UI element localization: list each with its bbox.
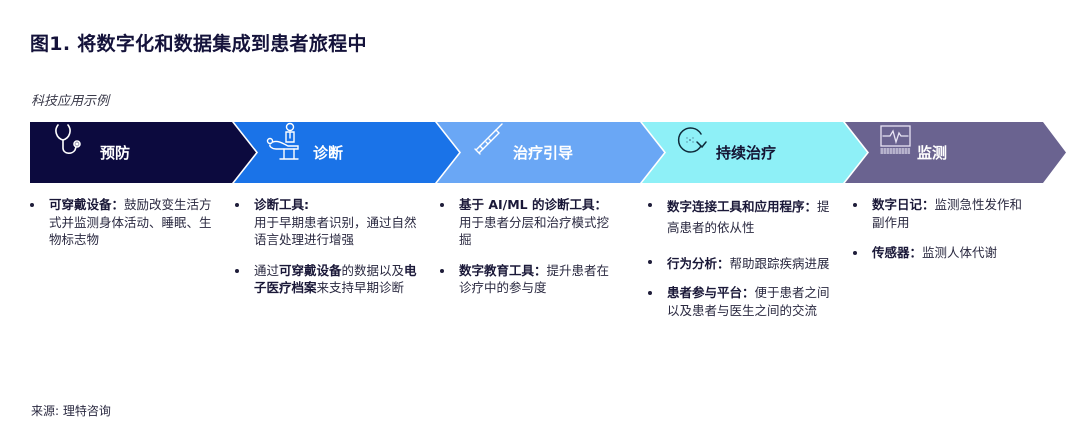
list-item: 行为分析：帮助跟踪疾病进展 — [645, 253, 830, 274]
column-diagnosis: 诊断工具:用于早期患者识别，通过自然语言处理进行增强 通过可穿戴设备的数据以及电… — [232, 196, 422, 310]
source-note: 来源: 理特咨询 — [31, 404, 111, 418]
chevron-continuous-treatment — [642, 122, 867, 183]
chevron-prevention — [30, 122, 256, 183]
chevron-treatment-guidance — [437, 122, 664, 183]
list-item: 诊断工具:用于早期患者识别，通过自然语言处理进行增强 — [232, 196, 422, 249]
stage-label-continuous-treatment: 持续治疗 — [716, 144, 777, 162]
list-item: 传感器：监测人体代谢 — [850, 244, 1030, 262]
list-item: 数字日记：监测急性发作和副作用 — [850, 196, 1030, 231]
stage-label-monitoring: 监测 — [917, 144, 948, 162]
stage-label-diagnosis: 诊断 — [313, 144, 344, 162]
list-item: 可穿戴设备：鼓励改变生活方式并监测身体活动、睡眠、生物标志物 — [27, 196, 212, 249]
patient-journey-chevrons: 预防 诊断 治疗引导 持续治疗 — [30, 122, 1070, 183]
column-prevention: 可穿戴设备：鼓励改变生活方式并监测身体活动、睡眠、生物标志物 — [27, 196, 212, 262]
stage-label-prevention: 预防 — [100, 144, 131, 162]
figure-subtitle: 科技应用示例 — [31, 94, 110, 109]
list-item: 数字连接工具和应用程序：提高患者的依从性 — [645, 196, 830, 238]
figure-title: 图1. 将数字化和数据集成到患者旅程中 — [30, 33, 367, 55]
column-continuous-treatment: 数字连接工具和应用程序：提高患者的依从性 行为分析：帮助跟踪疾病进展 患者参与平… — [645, 196, 830, 332]
list-item: 数字教育工具：提升患者在诊疗中的参与度 — [437, 262, 617, 297]
list-item: 通过可穿戴设备的数据以及电子医疗档案来支持早期诊断 — [232, 262, 422, 297]
chevron-monitoring — [845, 122, 1066, 183]
list-item: 基于 AI/ML 的诊断工具：用于患者分层和治疗模式挖掘 — [437, 196, 617, 249]
stage-label-treatment-guidance: 治疗引导 — [513, 144, 574, 162]
list-item: 患者参与平台：便于患者之间以及患者与医生之间的交流 — [645, 284, 830, 319]
column-treatment-guidance: 基于 AI/ML 的诊断工具：用于患者分层和治疗模式挖掘 数字教育工具：提升患者… — [437, 196, 617, 310]
column-monitoring: 数字日记：监测急性发作和副作用 传感器：监测人体代谢 — [850, 196, 1030, 275]
